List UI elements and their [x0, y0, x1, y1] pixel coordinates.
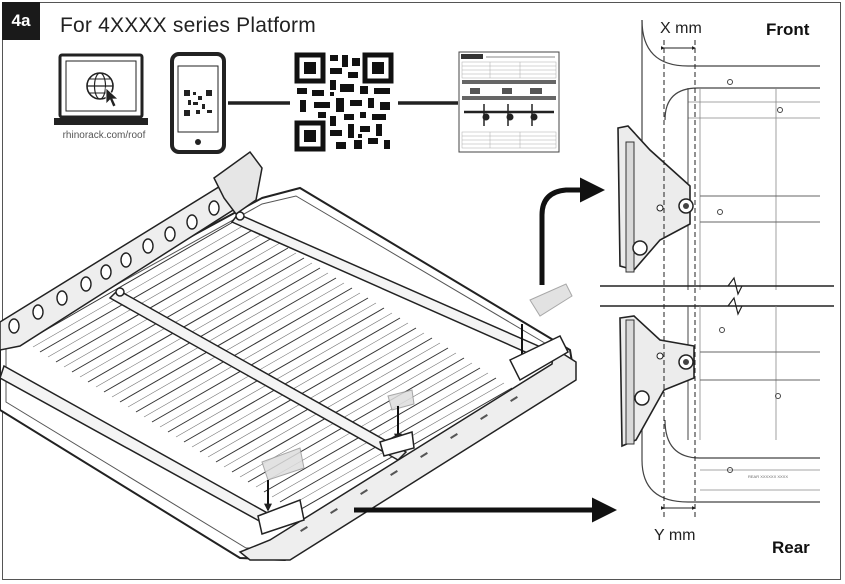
qr-code: [294, 52, 394, 152]
svg-text:REAR XXXXXX XXXX: REAR XXXXXX XXXX: [748, 474, 788, 479]
website-link[interactable]: rhinorack.com/roof: [62, 130, 146, 141]
monitor-globe-icon: [54, 53, 148, 125]
front-label: Front: [766, 20, 810, 39]
y-dimension-label: Y mm: [654, 527, 696, 544]
page-title: For 4XXXX series Platform: [60, 14, 316, 37]
x-dimension-label: X mm: [660, 20, 702, 37]
step-badge: 4a: [2, 2, 40, 40]
vehicle-fitting-document: [458, 51, 560, 153]
rear-label: Rear: [772, 538, 810, 557]
roof-platform-illustration: [0, 150, 577, 562]
phone-qr-icon: [170, 52, 226, 154]
bracket-detail-view: REAR XXXXXX XXXX: [600, 19, 834, 520]
